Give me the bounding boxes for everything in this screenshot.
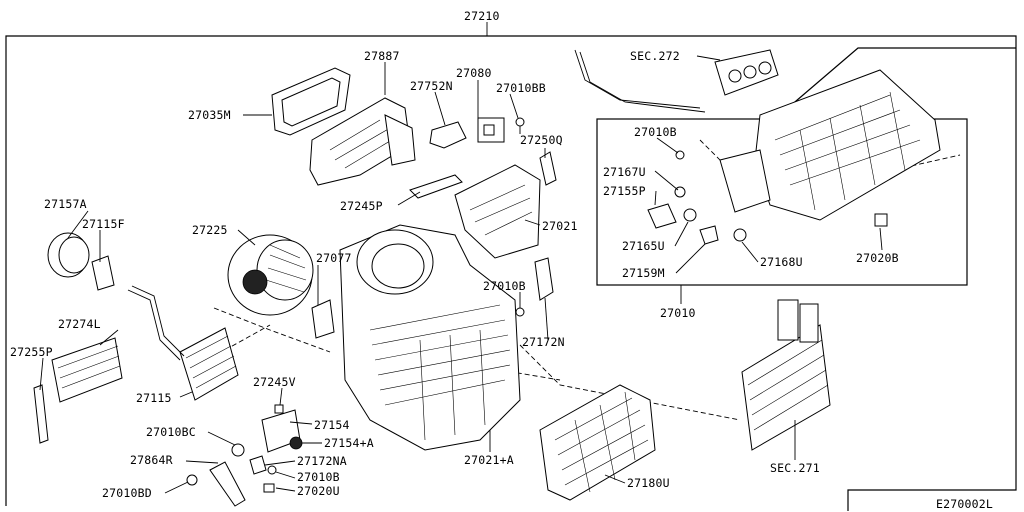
resistor-27115F [91,255,115,291]
leader-lines [39,55,883,494]
label-27077: 27077 [316,251,352,265]
label-27115: 27115 [136,391,172,405]
label-27020B: 27020B [856,251,899,265]
label-27752N: 27752N [410,79,453,93]
label-27165U: 27165U [622,239,665,253]
label-27225: 27225 [192,223,228,237]
diagram-id: E270002L [936,497,993,511]
label-27020U: 27020U [297,484,340,498]
label-27021: 27021 [542,219,578,233]
label-27159M: 27159M [622,266,665,280]
intake-housing-27887 [309,97,416,186]
label-27167U: 27167U [603,165,646,179]
evaporator-sec271 [741,299,831,451]
label-27021A: 27021+A [464,453,514,467]
blower-motor-27225 [227,234,314,316]
small-parts-cluster [186,404,303,507]
label-27080: 27080 [456,66,492,80]
bracket-27077 [311,299,335,339]
label-27010: 27010 [660,306,696,320]
outer-frame [5,35,1017,511]
linkage-27245P [409,174,463,199]
label-sec271: SEC.271 [770,461,820,475]
screw-27010BB [515,117,525,134]
label-27154: 27154 [314,418,350,432]
subassembly-frame-structure [754,69,941,221]
upper-case-27021 [454,164,541,259]
label-27255P: 27255P [10,345,53,359]
label-27172N: 27172N [522,335,565,349]
label-27168U: 27168U [760,255,803,269]
label-sec272: SEC.272 [630,49,680,63]
actuator-27080 [477,117,505,143]
heater-core-27115 [127,285,239,401]
filter-27274L [51,337,123,403]
label-27155P: 27155P [603,184,646,198]
label-27035M: 27035M [188,108,231,122]
label-27010B-mid: 27010B [483,279,526,293]
label-27245V: 27245V [253,375,296,389]
gasket-frame-27035M [271,67,351,136]
bracket-27752N [429,121,467,149]
label-27245P: 27245P [340,199,383,213]
lever-27172N [534,257,554,301]
label-27010BC: 27010BC [146,425,196,439]
label-27010B-sub: 27010B [634,125,677,139]
label-27210: 27210 [464,9,500,23]
main-heater-unit [339,224,521,451]
grille-27180U [539,384,656,501]
label-27250Q: 27250Q [520,133,563,147]
label-27010B-low: 27010B [297,470,340,484]
clip-27255P [33,384,49,444]
label-27172NA: 27172NA [297,454,347,468]
label-27115F: 27115F [82,217,125,231]
clip-27250Q [539,151,557,186]
label-27010BD: 27010BD [102,486,152,500]
cables-sec272 [574,49,779,113]
label-27180U: 27180U [627,476,670,490]
label-27157A: 27157A [44,197,87,211]
label-27887: 27887 [364,49,400,63]
label-27154A: 27154+A [324,436,374,450]
label-27010BB: 27010BB [496,81,546,95]
motor-cap-27157A [47,232,90,278]
screw-27010B-mid [515,307,525,317]
label-27864R: 27864R [130,453,173,467]
label-27274L: 27274L [58,317,101,331]
